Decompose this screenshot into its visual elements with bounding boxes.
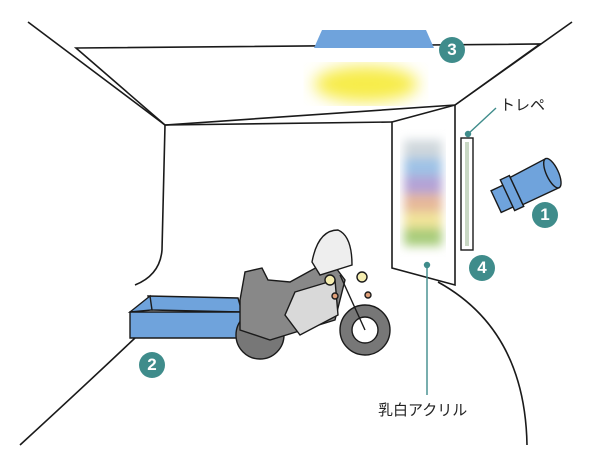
trace-paper (460, 137, 474, 251)
badge-4: 4 (469, 255, 495, 281)
leader-lines (423, 107, 497, 395)
badge-1: 1 (532, 202, 558, 228)
badge-3: 3 (439, 37, 465, 63)
acrylic-panel (391, 103, 456, 287)
ceiling-light (314, 30, 434, 102)
room-outline (19, 21, 573, 446)
milky-acrylic-label: 乳白アクリル (378, 401, 468, 419)
motorcycle-icon (235, 229, 391, 360)
light-glow (314, 66, 418, 102)
ceiling-softbox (314, 30, 434, 48)
badge-2: 2 (139, 352, 165, 378)
blue-box (127, 294, 243, 339)
trace-paper-label: トレペ (500, 96, 546, 114)
spotlight-icon (490, 157, 562, 214)
